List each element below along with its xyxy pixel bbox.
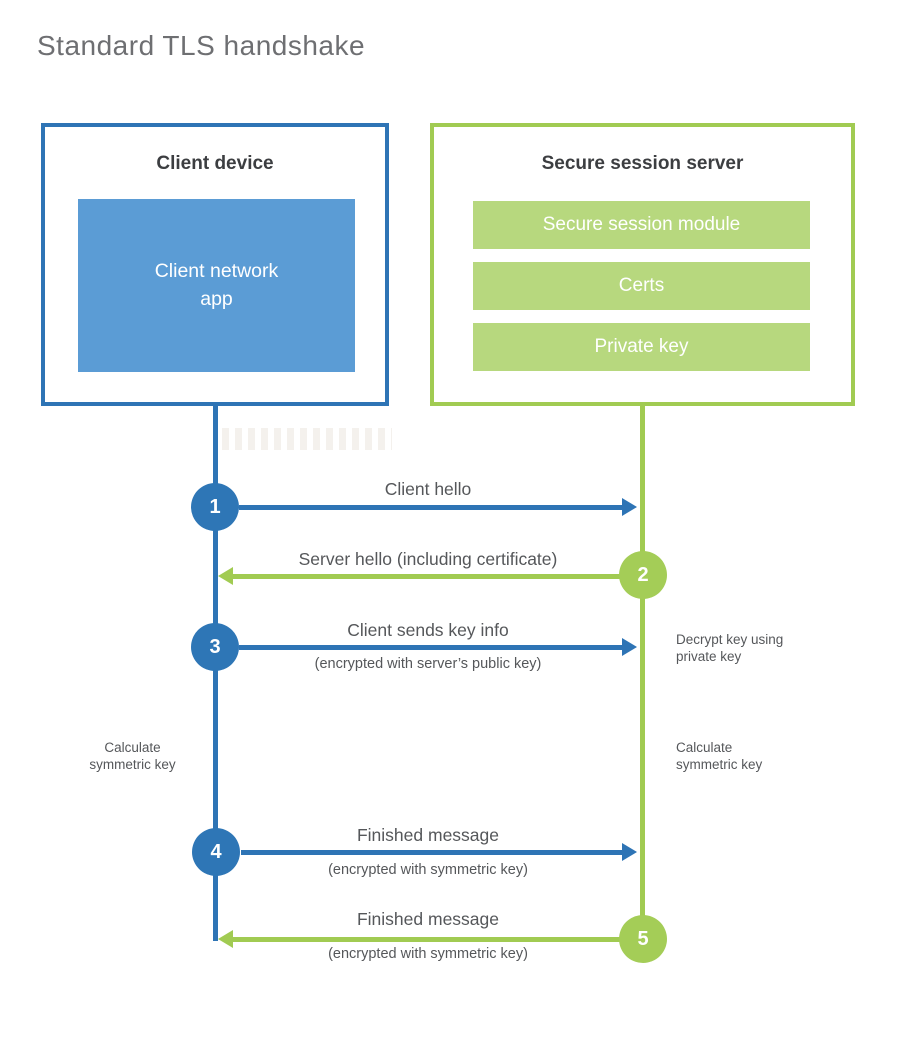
step-4-arrowhead-right-icon — [622, 843, 637, 861]
step-2-label: Server hello (including certificate) — [298, 549, 558, 569]
step-4-badge: 4 — [192, 828, 240, 876]
server-module-certs: Certs — [473, 262, 810, 310]
step-4-label: Finished message — [356, 825, 500, 845]
step-2-badge: 2 — [619, 551, 667, 599]
step-3-label: Client sends key info — [347, 620, 509, 640]
step-3-sublabel: (encrypted with server’s public key) — [314, 656, 542, 672]
annotation-calculate-symmetric-key-client: Calculate symmetric key — [89, 740, 176, 773]
server-module-secure-session-module: Secure session module — [473, 201, 810, 249]
client-network-app-label: Client network app — [154, 260, 279, 310]
page-title: Standard TLS handshake — [37, 30, 366, 61]
step-5-badge: 5 — [619, 915, 667, 963]
client-device-title: Client device — [156, 153, 274, 174]
step-1-arrowhead-right-icon — [622, 498, 637, 516]
step-5-arrow-line — [233, 937, 620, 942]
client-network-app-node: Client network app — [78, 199, 355, 372]
step-3-badge: 3 — [191, 623, 239, 671]
step-5-label: Finished message — [356, 909, 500, 929]
step-4-arrow-line — [241, 850, 623, 855]
step-3-arrow-line — [239, 645, 623, 650]
step-1-badge: 1 — [191, 483, 239, 531]
client-device-box: Client device Client network app — [41, 123, 389, 406]
step-1-arrow-line — [239, 505, 623, 510]
step-5-sublabel: (encrypted with symmetric key) — [328, 946, 528, 962]
client-lifeline — [213, 406, 218, 941]
secure-session-server-box: Secure session server Secure session mod… — [430, 123, 855, 406]
step-2-arrowhead-left-icon — [218, 567, 233, 585]
step-1-label: Client hello — [384, 479, 472, 499]
step-5-arrowhead-left-icon — [218, 930, 233, 948]
server-module-private-key: Private key — [473, 323, 810, 371]
server-lifeline — [640, 406, 645, 939]
annotation-decrypt-key: Decrypt key using private key — [676, 632, 784, 665]
ghost-bars-artifact — [222, 428, 392, 450]
annotation-calculate-symmetric-key-server: Calculate symmetric key — [676, 740, 763, 773]
secure-session-server-title: Secure session server — [541, 153, 744, 174]
step-2-arrow-line — [233, 574, 620, 579]
step-4-sublabel: (encrypted with symmetric key) — [328, 862, 528, 878]
step-3-arrowhead-right-icon — [622, 638, 637, 656]
